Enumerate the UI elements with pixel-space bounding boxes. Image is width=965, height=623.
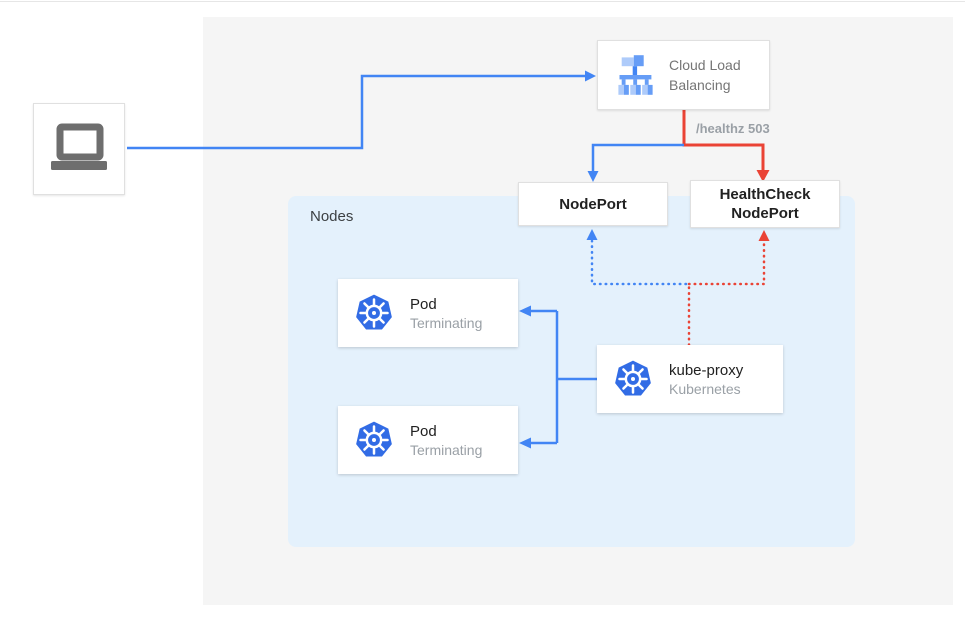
cloud-load-balancing-box: Cloud Load Balancing [597, 40, 770, 110]
kubeproxy-to-healthcheck-arrowhead [758, 230, 770, 241]
cloud-load-balancing-label: Cloud Load Balancing [669, 57, 741, 93]
pod-status: Terminating [410, 314, 483, 331]
lb-to-healthcheck-arrowhead [756, 170, 770, 182]
client-to-lb-arrowhead [585, 70, 596, 82]
healthz-status-label: /healthz 503 [696, 121, 770, 136]
pod-box-1: Pod Terminating [338, 279, 518, 347]
kubeproxy-to-pod2-arrowhead [519, 437, 531, 449]
kube-proxy-subtitle: Kubernetes [669, 380, 741, 397]
healthcheck-nodeport-box: HealthCheck NodePort [690, 180, 840, 228]
pod-box-2: Pod Terminating [338, 406, 518, 474]
kube-proxy-title: kube-proxy [669, 361, 744, 379]
kubeproxy-to-pods-line [531, 309, 597, 445]
kubeproxy-to-nodeport-arrowhead [586, 229, 598, 240]
kubeproxy-to-healthcheck-dotted-line [687, 239, 766, 286]
pod-title: Pod [410, 422, 437, 440]
lb-to-nodeport-line [591, 143, 684, 171]
client-box [33, 103, 125, 195]
pod-status: Terminating [410, 441, 483, 458]
kubernetes-icon [613, 359, 653, 399]
kubernetes-icon [354, 293, 394, 333]
pod-title: Pod [410, 295, 437, 313]
lb-to-nodeport-arrowhead [587, 171, 599, 182]
client-to-lb-line [127, 74, 585, 150]
cloud-load-balancing-icon [618, 55, 653, 95]
kubeproxy-to-nodeport-dotted-line [590, 239, 688, 286]
kubernetes-icon [354, 420, 394, 460]
kube-proxy-box: kube-proxy Kubernetes [597, 345, 783, 413]
top-divider [0, 1, 965, 2]
nodeport-box: NodePort [518, 182, 668, 226]
lb-to-healthcheck-line [682, 110, 765, 170]
laptop-icon [51, 123, 107, 170]
nodes-group-label: Nodes [310, 208, 354, 225]
kubeproxy-to-pod1-arrowhead [519, 305, 531, 317]
